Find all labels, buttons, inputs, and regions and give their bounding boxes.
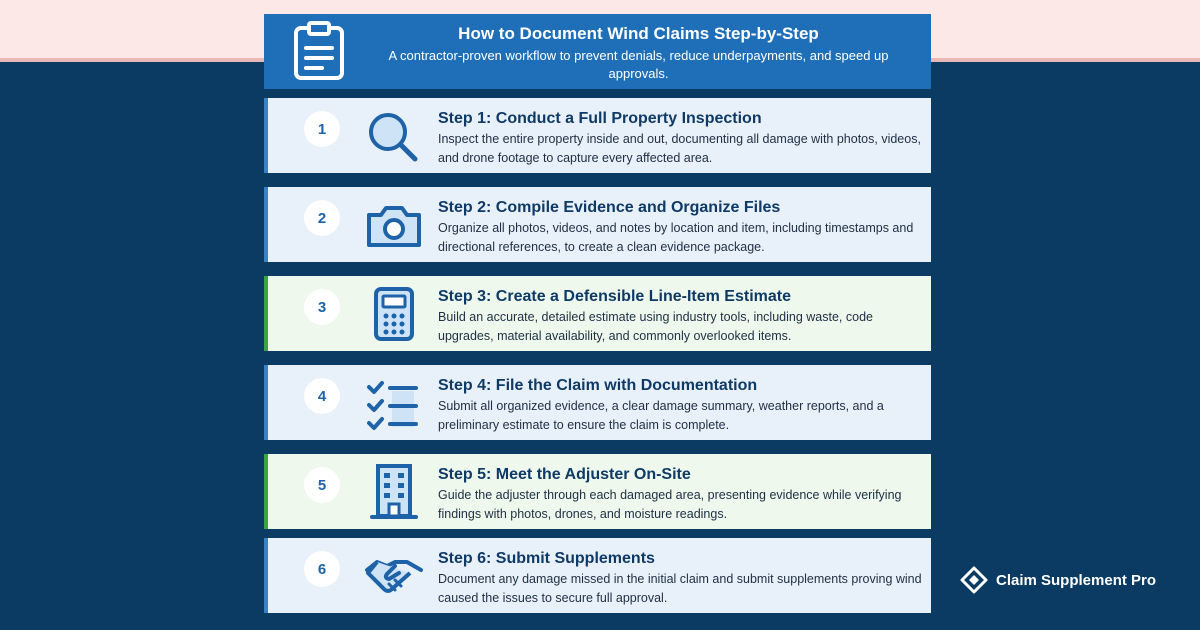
diamond-logo-icon xyxy=(960,566,988,594)
step-body: Step 2: Compile Evidence and Organize Fi… xyxy=(438,197,928,257)
step-body: Step 1: Conduct a Full Property Inspecti… xyxy=(438,108,928,168)
camera-icon xyxy=(367,206,421,247)
step-title: Step 2: Compile Evidence and Organize Fi… xyxy=(438,199,781,216)
step-body: Step 4: File the Claim with Documentatio… xyxy=(438,375,928,435)
building-icon xyxy=(370,464,418,519)
step-number-badge: 3 xyxy=(304,289,340,325)
header-text: How to Document Wind Claims Step-by-Step… xyxy=(358,23,919,83)
step-card-3: 3 Step 3: Create a Defensible Line-Item … xyxy=(264,276,931,351)
checklist-icon xyxy=(367,381,418,430)
step-body: Step 6: Submit Supplements Document any … xyxy=(438,548,928,608)
header-banner: How to Document Wind Claims Step-by-Step… xyxy=(264,14,931,89)
step-title: Step 3: Create a Defensible Line-Item Es… xyxy=(438,288,791,305)
step-number-badge: 2 xyxy=(304,200,340,236)
magnifier-icon xyxy=(369,113,418,162)
step-description: Guide the adjuster through each damaged … xyxy=(438,488,902,521)
page-subtitle: A contractor-proven workflow to prevent … xyxy=(388,48,889,81)
step-title: Step 1: Conduct a Full Property Inspecti… xyxy=(438,110,762,127)
step-title: Step 5: Meet the Adjuster On-Site xyxy=(438,466,691,483)
step-description: Submit all organized evidence, a clear d… xyxy=(438,399,884,432)
brand-name: Claim Supplement Pro xyxy=(996,571,1157,589)
step-number-badge: 4 xyxy=(304,378,340,414)
step-card-5: 5 Step 5: Meet the Adjuster On-Site Guid… xyxy=(264,454,931,529)
step-number-badge: 5 xyxy=(304,467,340,503)
step-title: Step 4: File the Claim with Documentatio… xyxy=(438,377,758,394)
step-body: Step 5: Meet the Adjuster On-Site Guide … xyxy=(438,464,928,524)
step-number-badge: 6 xyxy=(304,551,340,587)
step-description: Build an accurate, detailed estimate usi… xyxy=(438,310,873,343)
step-description: Inspect the entire property inside and o… xyxy=(438,132,921,165)
step-card-6: 6 Step 6: Submit Supplements Document an… xyxy=(264,538,931,613)
step-card-2: 2 Step 2: Compile Evidence and Organize … xyxy=(264,187,931,262)
brand-logo: Claim Supplement Pro xyxy=(960,566,1156,594)
handshake-icon xyxy=(365,560,423,593)
page-title: How to Document Wind Claims Step-by-Step xyxy=(458,24,819,43)
step-card-4: 4 Step 4: File the Claim with Documentat… xyxy=(264,365,931,440)
step-description: Organize all photos, videos, and notes b… xyxy=(438,221,914,254)
step-description: Document any damage missed in the initia… xyxy=(438,572,922,605)
clipboard-icon xyxy=(294,21,344,80)
step-number-badge: 1 xyxy=(304,111,340,147)
calculator-icon xyxy=(374,287,414,341)
step-title: Step 6: Submit Supplements xyxy=(438,550,655,567)
step-body: Step 3: Create a Defensible Line-Item Es… xyxy=(438,286,928,346)
step-card-1: 1 Step 1: Conduct a Full Property Inspec… xyxy=(264,98,931,173)
